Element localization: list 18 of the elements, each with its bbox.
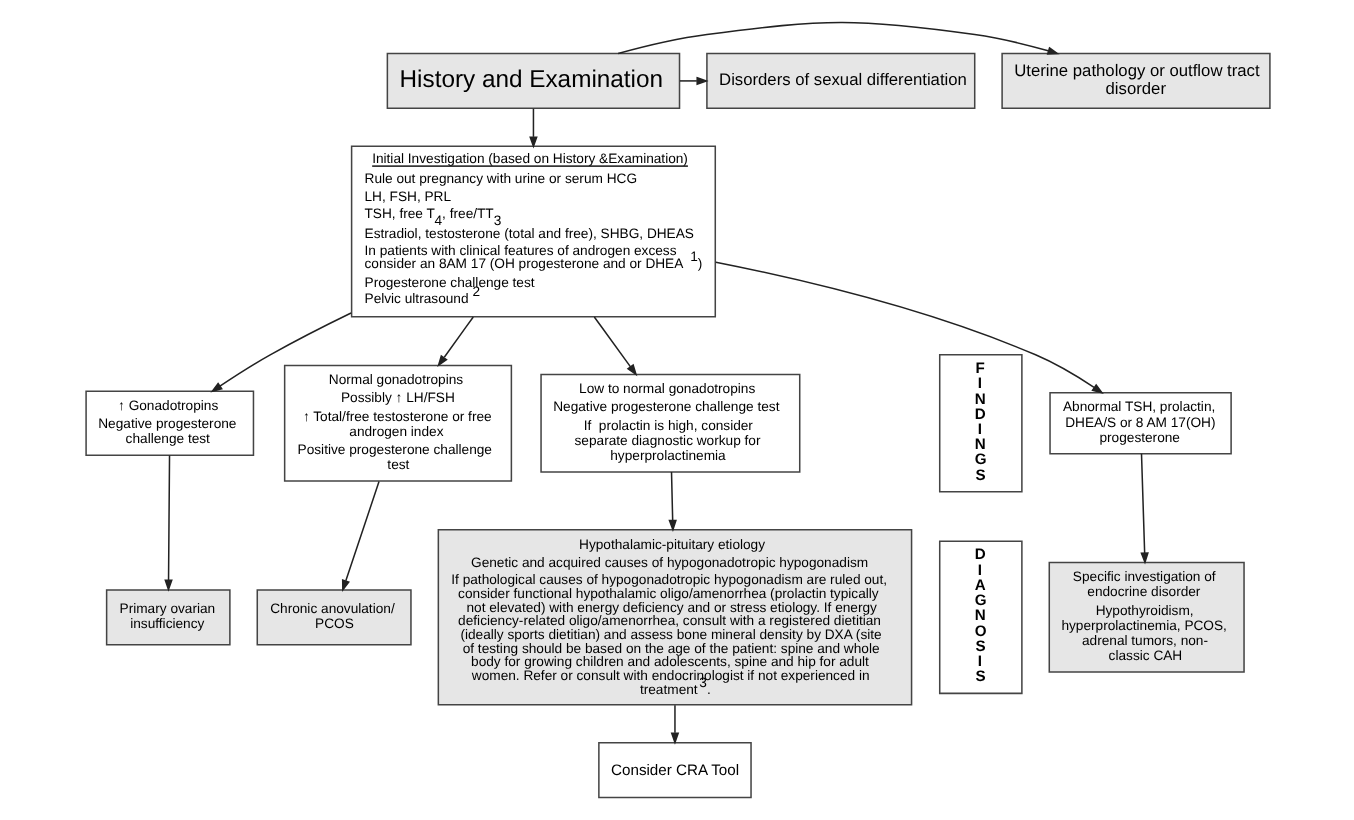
arrow xyxy=(163,454,172,592)
arrow xyxy=(340,480,379,592)
arrow xyxy=(714,261,1103,395)
arrow xyxy=(528,108,537,149)
node-box: Uterine pathology or outflow tract disorder xyxy=(1000,52,1270,110)
arrow xyxy=(667,471,676,532)
node-box: History and Examination xyxy=(385,52,680,110)
arrow xyxy=(669,704,679,745)
node-box: Disorders of sexual differentiation xyxy=(705,52,975,110)
arrow xyxy=(209,312,351,393)
node-box: DIAGNOSIS xyxy=(937,540,1022,695)
arrow xyxy=(436,316,473,368)
node-box: Consider CRA Tool xyxy=(597,742,751,799)
arrow xyxy=(1139,453,1148,565)
arrow xyxy=(616,21,1059,55)
arrow xyxy=(592,316,637,377)
node-box: FINDINGS xyxy=(937,354,1022,493)
arrow xyxy=(678,76,708,86)
